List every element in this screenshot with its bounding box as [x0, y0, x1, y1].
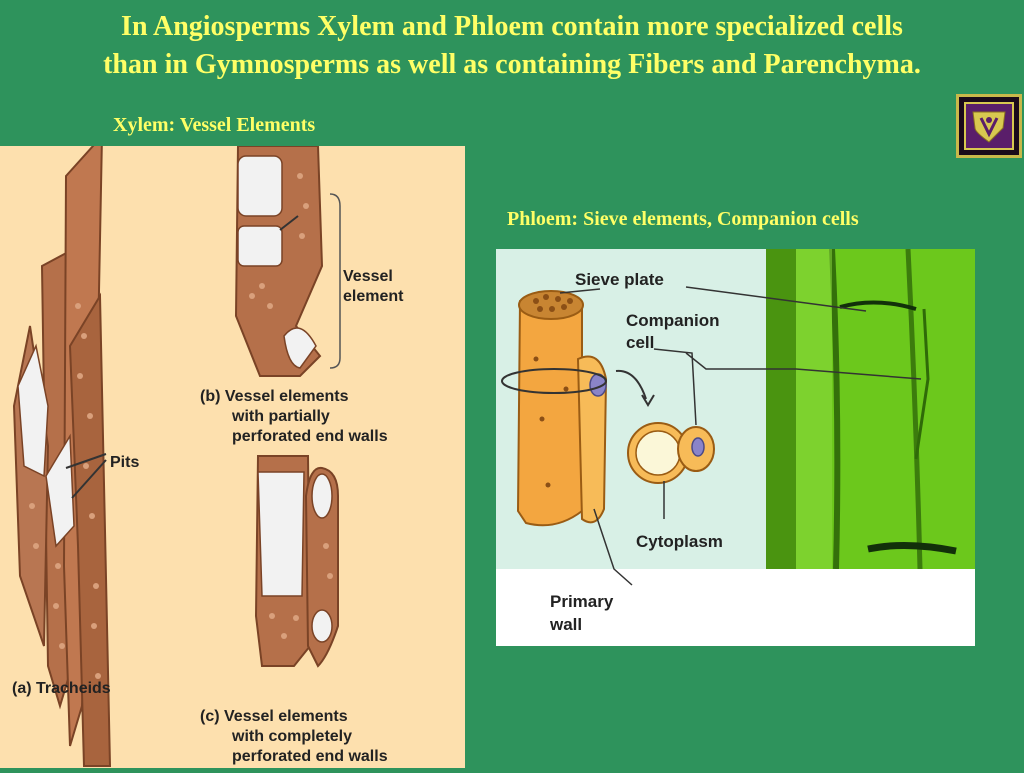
- vessel-element-c: [254, 455, 339, 668]
- label-pits: Pits: [110, 454, 139, 471]
- sieve-tube-element: [501, 290, 608, 527]
- label-companion-line1: Companion: [626, 311, 720, 330]
- label-primary-line2: wall: [549, 615, 582, 634]
- label-c-line2: with completely: [231, 728, 352, 745]
- university-crest-icon: [956, 94, 1022, 158]
- label-primary-line1: Primary: [550, 592, 614, 611]
- label-b-line2: with partially: [231, 408, 330, 425]
- label-vessel-line1: Vessel: [343, 268, 393, 285]
- label-sieve-plate: Sieve plate: [575, 270, 664, 289]
- tracheid-cells: [12, 133, 112, 767]
- micrograph-cell-walls: [766, 248, 957, 570]
- label-c-line1: (c) Vessel elements: [200, 708, 348, 725]
- xylem-diagram: Vessel element Pits (b) Vessel elements …: [12, 133, 404, 767]
- phloem-leader-lines: [559, 286, 922, 586]
- xylem-illustration: Vessel element Pits (b) Vessel elements …: [0, 133, 465, 768]
- label-b-line3: perforated end walls: [232, 428, 388, 445]
- phloem-diagram: Sieve plate Companion cell Cytoplasm Pri…: [496, 248, 975, 646]
- slide-title-line-2: than in Gymnosperms as well as containin…: [103, 49, 921, 80]
- slide-title: In Angiosperms Xylem and Phloem contain …: [0, 8, 1024, 84]
- vessel-element-b: [234, 145, 324, 377]
- label-a: (a) Tracheids: [12, 680, 111, 697]
- phloem-heading: Phloem: Sieve elements, Companion cells: [507, 208, 859, 230]
- slide-title-line-1: In Angiosperms Xylem and Phloem contain …: [121, 11, 903, 42]
- xylem-heading: Xylem: Vessel Elements: [113, 114, 316, 136]
- label-b-line1: (b) Vessel elements: [200, 388, 349, 405]
- label-cytoplasm: Cytoplasm: [636, 532, 723, 551]
- label-c-line3: perforated end walls: [232, 748, 388, 765]
- companion-cell-detail: [615, 369, 715, 484]
- label-companion-line2: cell: [626, 333, 654, 352]
- phloem-illustration: Sieve plate Companion cell Cytoplasm Pri…: [496, 248, 975, 646]
- crest-shield-icon: [972, 111, 1006, 143]
- label-vessel-line2: element: [343, 288, 404, 305]
